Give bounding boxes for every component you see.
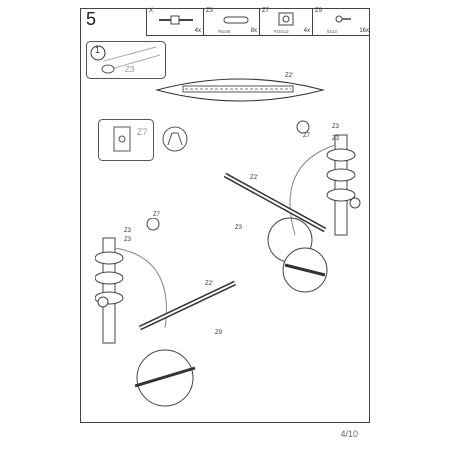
upper-rail-label: Z2' — [250, 175, 259, 181]
lower-z3-bottom-label: Z3 — [124, 237, 132, 243]
step-number: 5 — [86, 9, 97, 29]
lower-assembly-drawing — [95, 218, 237, 407]
part-qty: 4x — [303, 28, 310, 34]
part-qty: 8x — [250, 28, 257, 34]
lower-z9-label: Z9 — [215, 330, 223, 336]
hint-part-label: Z3 — [125, 65, 135, 74]
rail-part-label: Z2' — [285, 73, 294, 79]
lower-z7-label: Z7 — [153, 212, 161, 218]
rail-top-view — [155, 78, 325, 102]
upper-z3-bottom-label: Z3 — [332, 136, 340, 142]
part-code: Z7 — [262, 8, 270, 14]
part-cell-x: X 4x — [147, 8, 204, 35]
part-code: X — [149, 8, 154, 14]
page-number: 4/10 — [340, 429, 358, 439]
upper-z7-label: Z7 — [303, 133, 311, 139]
part-qty: 16x — [359, 28, 369, 34]
upper-assembly-drawing — [223, 120, 361, 293]
small-screw-icon — [335, 15, 351, 23]
part-dimension: #5x30 — [218, 29, 231, 34]
part-code: Z9 — [315, 8, 323, 14]
cam-lock-icon — [278, 12, 294, 26]
part-qty: 4x — [194, 28, 201, 34]
lower-rail-label: Z2' — [205, 281, 214, 287]
part-cell-z7: Z7 #10x12 4x — [260, 8, 313, 35]
parts-table: X 4x Z3 #5x30 8x Z7 #10x12 4x Z9 — [146, 8, 370, 36]
screw-x-icon — [159, 15, 193, 25]
upper-z3-top-label: Z3 — [332, 124, 340, 130]
part-dimension: 5x13 — [327, 29, 337, 34]
part-cell-z3: Z3 #5x30 8x — [204, 8, 260, 35]
part-code: Z3 — [206, 8, 214, 14]
clip-part-label: Z7 — [137, 127, 148, 137]
hint-number: 1 — [95, 45, 101, 55]
dowel-icon — [223, 16, 249, 24]
clip-detail — [98, 119, 188, 161]
part-cell-z9: Z9 5x13 16x — [313, 8, 371, 35]
hint-box — [86, 41, 166, 79]
upper-z3-left-label: Z3 — [235, 225, 243, 231]
part-dimension: #10x12 — [274, 29, 289, 34]
lower-z3-top-label: Z3 — [124, 228, 132, 234]
page-frame — [80, 8, 370, 423]
